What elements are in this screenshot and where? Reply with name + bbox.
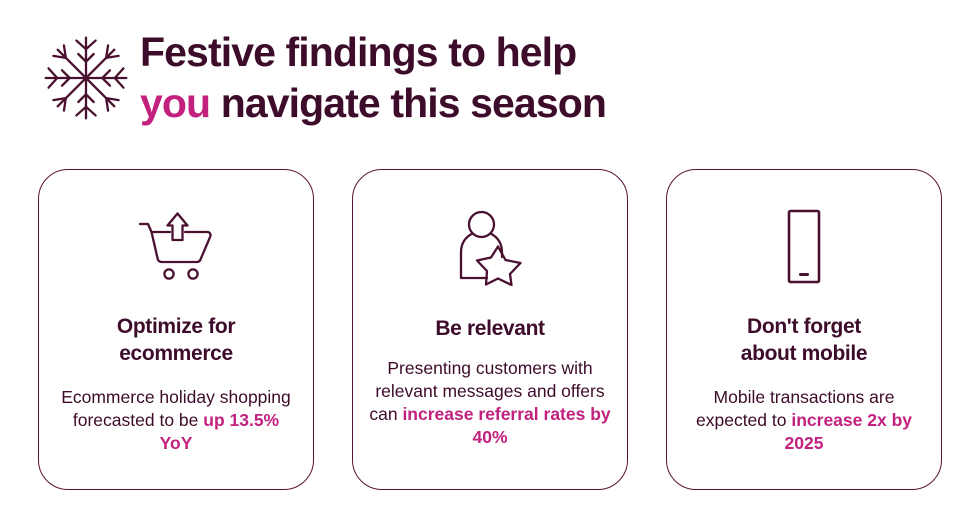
card-body-prefix: Ecommerce holiday shopping forecasted to… (61, 386, 291, 430)
card-title-line-2: about mobile (740, 341, 868, 365)
page-title-accent-word: you (140, 80, 211, 126)
card-body: Ecommerce holiday shopping forecasted to… (58, 386, 294, 455)
card-title-line-1: Optimize for (116, 315, 236, 338)
mobile-phone-icon (781, 202, 827, 294)
card-body: Mobile transactions are expected to incr… (683, 386, 925, 455)
page-title-line-2: you navigate this season (140, 78, 946, 129)
header: Festive findings to help you navigate th… (34, 18, 946, 138)
card-title-line-1: Be relevant (435, 317, 545, 340)
card-title: Don't forget about mobile (740, 314, 868, 368)
page-title-line-2-rest: navigate this season (210, 80, 607, 126)
card-be-relevant[interactable]: Be relevant Presenting customers with re… (352, 169, 628, 490)
card-dont-forget-about-mobile[interactable]: Don't forget about mobile Mobile transac… (666, 169, 942, 490)
card-title: Be relevant (435, 316, 545, 343)
page-title-line-1: Festive findings to help (140, 29, 577, 76)
card-title-line-1: Don't forget (747, 315, 861, 338)
card-body-emphasis: increase referral rates by 40% (402, 404, 611, 448)
cards-row: Optimize for ecommerce Ecommerce holiday… (38, 169, 942, 490)
card-title: Optimize for ecommerce (116, 314, 236, 368)
card-body: Presenting customers with relevant messa… (369, 357, 611, 449)
page-title: Festive findings to help you navigate th… (138, 27, 946, 129)
person-with-star-icon (455, 202, 525, 294)
snowflake-icon (34, 26, 138, 130)
card-body-prefix: Mobile transactions are expected to (696, 386, 895, 430)
shopping-cart-up-arrow-icon (135, 202, 217, 294)
card-body-emphasis: up 13.5% YoY (159, 409, 280, 453)
card-body-emphasis: increase 2x by 2025 (784, 409, 912, 453)
card-optimize-for-ecommerce[interactable]: Optimize for ecommerce Ecommerce holiday… (38, 169, 314, 490)
card-body-prefix: Presenting customers with relevant messa… (369, 357, 605, 425)
card-title-line-2: ecommerce (119, 341, 233, 365)
